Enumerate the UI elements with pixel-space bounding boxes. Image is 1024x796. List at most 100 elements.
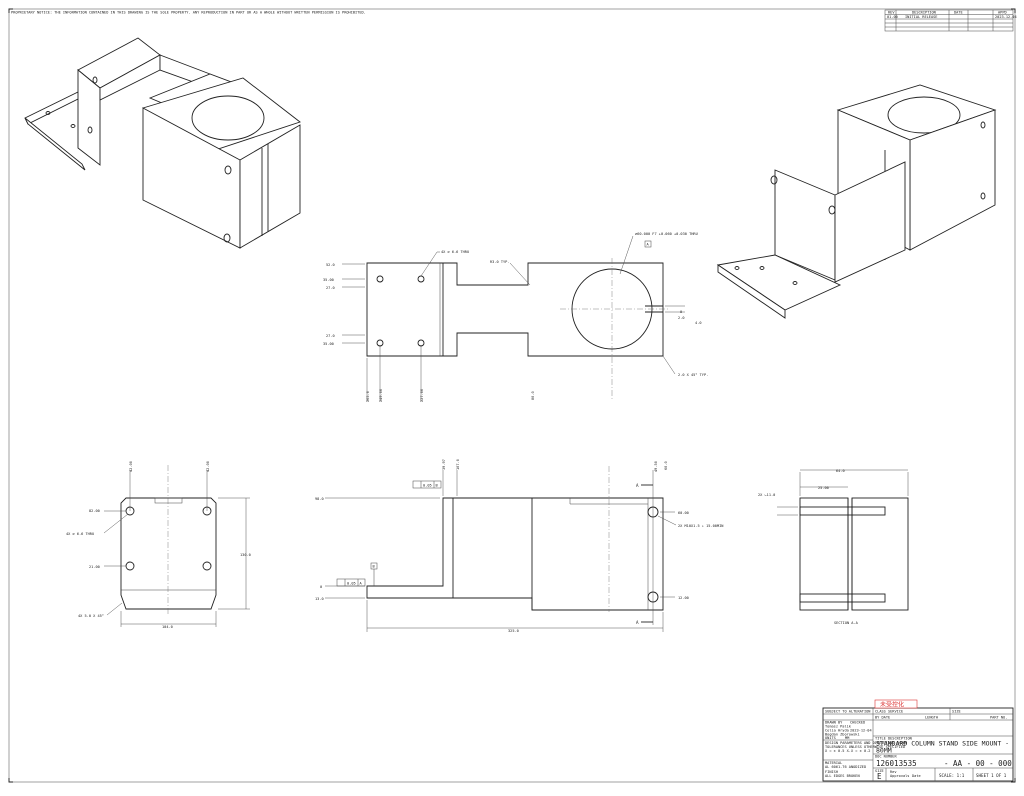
end-dim-left-0: 82.00 xyxy=(89,509,100,513)
tb-note-6: ALL EDGES BROKEN xyxy=(825,774,860,778)
top-offset-1: 2.0 xyxy=(678,316,685,320)
corner-marks xyxy=(8,8,1016,783)
section-label: SECTION A-A xyxy=(834,621,859,625)
top-dim-left-0: 52.0 xyxy=(326,263,335,267)
title-stamp: 未受控化 xyxy=(880,701,904,709)
tb-note-1: TOLERANCES UNLESS OTHERWISE SPECIFIED xyxy=(825,745,905,749)
front-dim-left-2: 13.0 xyxy=(315,597,324,601)
end-dim-top-1: 42.00 xyxy=(206,461,210,472)
tb-title-line1: STANDARD COLUMN STAND SIDE MOUNT - xyxy=(876,740,1009,748)
top-dim-bottom-0: 265.0 xyxy=(366,391,370,402)
tb-label-1: CLASS SERVICE xyxy=(875,710,903,714)
tb-label-5: PART NO. xyxy=(990,716,1007,720)
tb-label-2: SIZE xyxy=(952,710,961,714)
rev-header-desc: DESCRIPTION xyxy=(912,11,936,15)
top-note-chamfer: 2.0 X 45° TYP. xyxy=(678,373,708,377)
isometric-view-right xyxy=(716,84,997,319)
top-dim-bottom-1: 249.00 xyxy=(379,389,383,402)
tb-small-2: Date xyxy=(912,774,921,778)
tb-note-5: FINISH xyxy=(825,770,838,774)
end-note-holes: 4X ⌀ 6.6 THRU xyxy=(66,532,94,536)
tb-note-2: X = ± 0.5 X.X = ± 0.2 xyxy=(825,749,870,753)
front-gdt-1: B xyxy=(436,484,438,488)
tb-note-4: AL 6061-T6 ANODIZED xyxy=(825,765,866,769)
section-view: 64.0 25.00 2X ⌙11.0 SECTION A-A xyxy=(758,469,909,625)
front-datum: B xyxy=(373,565,375,569)
front-section-mark-bottom: A xyxy=(636,620,639,625)
front-gdt-3: A xyxy=(360,582,363,586)
rev-header-rev: REV xyxy=(888,11,895,15)
isometric-view-left xyxy=(24,37,301,249)
end-dim-top-0: 42.00 xyxy=(129,461,133,472)
top-offset-2: 4.0 xyxy=(695,321,702,325)
tb-small-0: Rev xyxy=(890,770,897,774)
front-dim-left-0: 98.0 xyxy=(315,497,324,501)
front-gdt-2: 0.05 xyxy=(347,582,356,586)
front-note-tap: 2X M10X1.5 ↓ 15.00MIN xyxy=(678,524,723,528)
tb-size: E xyxy=(877,772,882,781)
tb-small-1: Approvals xyxy=(890,774,909,778)
tb-label-3: BY DATE xyxy=(875,716,890,720)
rev-row-rev: 01-00 xyxy=(887,15,898,19)
tb-designer-0: DRAWN BY xyxy=(825,721,843,725)
tb-sheet: SHEET 1 OF 1 xyxy=(976,773,1007,778)
tb-designer-7: MM xyxy=(845,736,850,740)
end-dim-bottom: 104.0 xyxy=(162,625,173,629)
tb-note-0: DESIGN PARAMETERS AND DIMENSIONS SHOWN xyxy=(825,741,907,745)
top-bore-tag: A xyxy=(647,243,650,247)
top-note-radius: R3.0 TYP. xyxy=(490,260,509,264)
top-note-holes: 4X ⌀ 6.6 THRU xyxy=(441,250,469,254)
front-dim-bottom: 325.0 xyxy=(508,629,519,633)
revision-table: REV DESCRIPTION DATE APPD 01-00 INITIAL … xyxy=(884,9,1017,32)
tb-designer-2: Celia Hryda xyxy=(825,729,849,733)
tb-part-caption: DOC NUMBER xyxy=(875,755,897,759)
front-dim-right-1: 12.00 xyxy=(678,596,689,600)
top-offset-0: 0 xyxy=(680,310,682,314)
end-note-chamfer: 4X 5.0 X 45° xyxy=(78,614,104,618)
tb-designer-5: 2023-12-04 xyxy=(850,729,872,733)
front-view: A A 39.97 107.0 49.50 60.0 98.0 0 13.0 6… xyxy=(315,459,723,633)
rev-row-desc: INITIAL RELEASE xyxy=(905,15,937,19)
tb-title-line2: 80MM xyxy=(876,747,892,755)
rev-row-appd: 2023-12-04 xyxy=(995,15,1017,19)
tb-label-4: LENGTH xyxy=(925,716,938,720)
end-dim-right: 130.0 xyxy=(240,553,251,557)
tb-designer-6: UNITS xyxy=(825,736,836,740)
tb-designer-3: Bogdan Zborowski xyxy=(825,733,860,737)
top-dim-left-1: 35.00 xyxy=(323,278,334,282)
front-dim-top-1: 107.0 xyxy=(456,459,460,470)
front-section-mark-top: A xyxy=(636,483,639,488)
front-dim-top-2: 49.50 xyxy=(654,461,658,472)
front-dim-top-3: 60.0 xyxy=(664,461,668,470)
top-dim-left-2: 27.0 xyxy=(326,286,335,290)
header-note: PROPRIETARY NOTICE: THE INFORMATION CONT… xyxy=(11,11,366,15)
tb-title-caption: TITLE DESCRIPTION xyxy=(875,737,912,741)
front-dim-right-0: 60.00 xyxy=(678,511,689,515)
sheet-border xyxy=(8,8,1016,783)
tb-label-0: SUBJECT TO ALTERATION xyxy=(825,710,870,714)
tb-suffix: - AA - 00 - 000 xyxy=(944,759,1012,768)
section-dim-1: 25.00 xyxy=(818,486,829,490)
tb-designer-4: CHECKED xyxy=(850,721,865,725)
title-block: 未受控化 SUBJECT TO ALTERATION CLASS SERVICE… xyxy=(822,699,1014,782)
end-view: 42.00 42.00 82.00 21.00 4X ⌀ 6.6 THRU 4X… xyxy=(66,461,251,629)
tb-note-3: MATERIAL xyxy=(825,761,842,765)
front-gdt-0: 0.05 xyxy=(423,484,432,488)
tb-part-number: 126013535 xyxy=(876,759,917,768)
section-dim-0: 64.0 xyxy=(836,469,845,473)
top-note-bore: ⌀60.000 F7 +0.060 +0.030 THRU xyxy=(635,232,698,236)
top-view: 52.0 35.00 27.0 27.0 35.00 265.0 249.00 … xyxy=(323,232,708,402)
top-dim-bottom-3: 80.0 xyxy=(531,391,535,400)
front-dim-top-0: 39.97 xyxy=(442,459,446,470)
tb-designer-1: Tomasz Palik xyxy=(825,725,852,729)
tb-size-caption: SIZE xyxy=(875,769,884,773)
top-dim-left-3: 27.0 xyxy=(326,334,335,338)
front-dim-left-1: 0 xyxy=(320,585,322,589)
top-dim-bottom-2: 227.00 xyxy=(420,389,424,402)
rev-header-appd: APPD xyxy=(998,11,1007,15)
section-dim-2: 2X ⌙11.0 xyxy=(758,493,775,497)
top-dim-left-4: 35.00 xyxy=(323,342,334,346)
rev-header-date: DATE xyxy=(954,11,963,15)
